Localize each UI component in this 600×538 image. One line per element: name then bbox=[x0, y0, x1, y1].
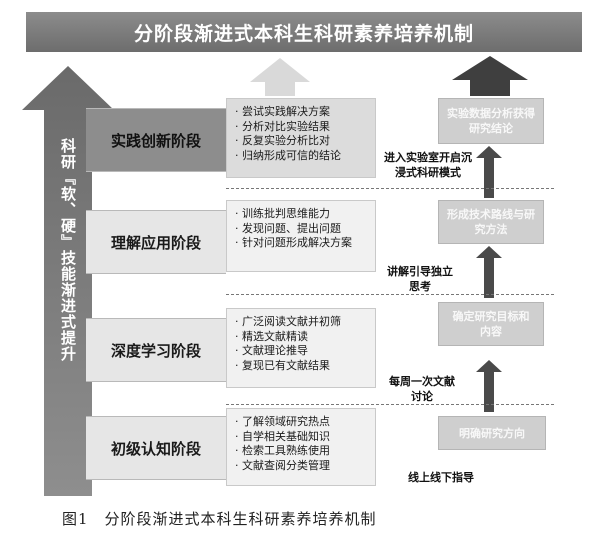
stage-label: 理解应用阶段 bbox=[110, 233, 201, 252]
stage-label: 实践创新阶段 bbox=[110, 131, 201, 150]
stage-practice-items: 尝试实践解决方案 分析对比实验结果 反复实验分析比对 归纳形成可信的结论 bbox=[226, 98, 376, 178]
stage-deep-items: 广泛阅读文献并初筛 精选文献精读 文献理论推导 复现已有文献结果 bbox=[226, 308, 376, 388]
list-item: 自学相关基础知识 bbox=[235, 430, 375, 445]
stage-understand-items: 训练批判思维能力 发现问题、提出问题 针对问题形成解决方案 bbox=[226, 200, 376, 272]
right-arrow-3 bbox=[476, 360, 502, 412]
right-box-direction: 明确研究方向 bbox=[438, 416, 546, 450]
list-item: 发现问题、提出问题 bbox=[235, 222, 375, 237]
separator bbox=[226, 404, 554, 405]
list-item: 广泛阅读文献并初筛 bbox=[235, 315, 375, 330]
right-box-method: 形成技术路线与研究方法 bbox=[438, 200, 544, 244]
note-lab-immersion: 进入实验室开启沉浸式科研模式 bbox=[384, 151, 472, 179]
list-item: 尝试实践解决方案 bbox=[235, 105, 375, 120]
note-weekly-discussion: 每周一次文献讨论 bbox=[389, 375, 455, 403]
list-item: 文献理论推导 bbox=[235, 344, 375, 359]
right-arrow-1 bbox=[476, 146, 502, 198]
note-guidance: 讲解引导独立思考 bbox=[387, 265, 453, 293]
list-item: 文献查阅分类管理 bbox=[235, 459, 375, 474]
right-box-conclusion: 实验数据分析获得研究结论 bbox=[438, 98, 544, 144]
middle-up-arrow bbox=[250, 58, 310, 96]
list-item: 针对问题形成解决方案 bbox=[235, 236, 375, 251]
right-top-arrow bbox=[452, 56, 528, 96]
right-box-goal: 确定研究目标和内容 bbox=[438, 302, 544, 346]
list-item: 分析对比实验结果 bbox=[235, 120, 375, 135]
stage-label: 深度学习阶段 bbox=[110, 341, 201, 360]
stage-understand-apply: 理解应用阶段 bbox=[86, 210, 226, 274]
list-item: 复现已有文献结果 bbox=[235, 359, 375, 374]
skills-up-arrow bbox=[22, 66, 114, 496]
figure-caption: 图1 分阶段渐进式本科生科研素养培养机制 bbox=[62, 510, 377, 528]
list-item: 归纳形成可信的结论 bbox=[235, 149, 375, 164]
separator bbox=[226, 294, 554, 295]
stage-basic-cognition: 初级认知阶段 bbox=[86, 416, 226, 480]
note-online-offline: 线上线下指导 bbox=[408, 471, 474, 484]
diagram-title: 分阶段渐进式本科生科研素养培养机制 bbox=[26, 12, 582, 52]
list-item: 检索工具熟练使用 bbox=[235, 444, 375, 459]
list-item: 精选文献精读 bbox=[235, 330, 375, 345]
right-arrow-2 bbox=[476, 246, 502, 298]
stage-deep-learning: 深度学习阶段 bbox=[86, 318, 226, 382]
list-item: 了解领域研究热点 bbox=[235, 415, 375, 430]
skills-vertical-label: 科研『软、硬』技能渐进式提升 bbox=[59, 138, 77, 362]
stage-basic-items: 了解领域研究热点 自学相关基础知识 检索工具熟练使用 文献查阅分类管理 bbox=[226, 408, 376, 486]
separator bbox=[226, 188, 554, 189]
stage-label: 初级认知阶段 bbox=[110, 439, 201, 458]
list-item: 反复实验分析比对 bbox=[235, 134, 375, 149]
stage-practice-innovation: 实践创新阶段 bbox=[86, 108, 226, 172]
list-item: 训练批判思维能力 bbox=[235, 207, 375, 222]
